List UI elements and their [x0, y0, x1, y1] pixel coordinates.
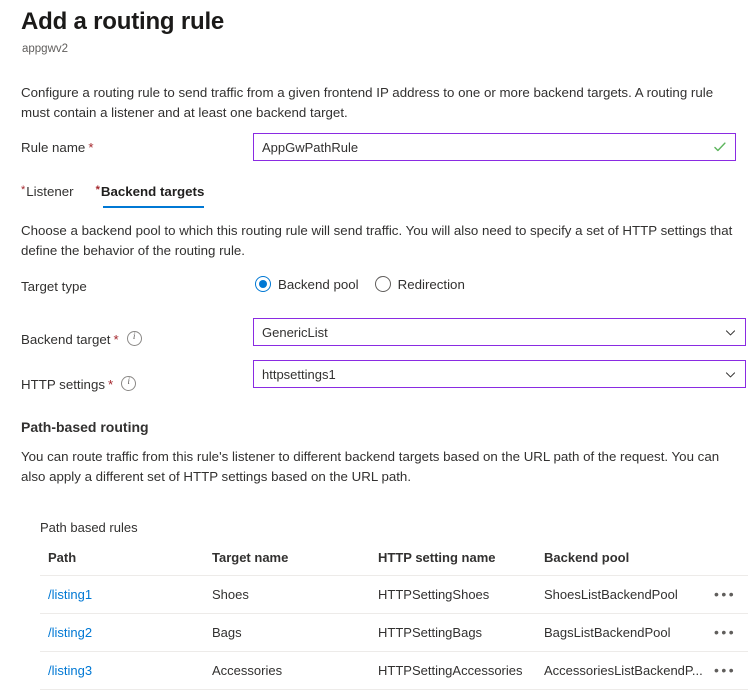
http-settings-value: httpsettings1: [262, 366, 336, 382]
rule-name-required-marker: *: [88, 140, 94, 155]
rule-name-input[interactable]: AppGwPathRule: [253, 133, 736, 161]
column-header-path: Path: [40, 550, 212, 576]
column-header-target-name: Target name: [212, 550, 378, 576]
table-row[interactable]: /listing2 Bags HTTPSettingBags BagsListB…: [40, 613, 748, 652]
path-link[interactable]: /listing2: [48, 625, 93, 640]
intro-description: Configure a routing rule to send traffic…: [21, 85, 714, 120]
row-context-menu-icon[interactable]: •••: [714, 624, 737, 640]
http-settings-required-marker: *: [108, 377, 114, 392]
column-header-actions: [704, 550, 748, 576]
check-icon: [714, 142, 726, 152]
cell-path: /listing2: [40, 613, 212, 652]
row-context-menu-icon[interactable]: •••: [714, 586, 737, 602]
cell-actions: •••: [704, 575, 748, 614]
http-settings-label: HTTP settings*: [21, 375, 137, 392]
backend-target-label: Backend target*: [21, 330, 142, 347]
tab-listener-label: Listener: [26, 184, 74, 199]
tab-listener[interactable]: *Listener: [21, 184, 74, 208]
cell-backend-pool: ShoesListBackendPool: [544, 575, 704, 614]
cell-actions: •••: [704, 613, 748, 652]
cell-target-name: Shoes: [212, 575, 378, 614]
page-title: Add a routing rule: [21, 8, 225, 35]
radio-backend-pool-label: Backend pool: [278, 276, 359, 292]
info-icon[interactable]: [126, 330, 142, 346]
chevron-down-icon: [725, 371, 736, 377]
table-row[interactable]: /listing1 Shoes HTTPSettingShoes ShoesLi…: [40, 575, 748, 614]
page-subtitle: appgwv2: [22, 43, 69, 55]
cell-target-name: Accessories: [212, 651, 378, 690]
column-header-backend-pool: Backend pool: [544, 550, 704, 576]
backend-section-description: Choose a backend pool to which this rout…: [21, 223, 733, 258]
chevron-down-icon: [725, 329, 736, 335]
rule-name-label-text: Rule name: [21, 140, 86, 155]
path-link[interactable]: /listing1: [48, 587, 93, 602]
cell-path: /listing1: [40, 575, 212, 614]
cell-backend-pool: AccessoriesListBackendP...: [544, 651, 704, 690]
path-based-rules-table: Path Target name HTTP setting name Backe…: [40, 550, 748, 690]
cell-http-setting-name: HTTPSettingShoes: [378, 575, 544, 614]
tab-backend-targets[interactable]: *Backend targets: [96, 184, 205, 208]
cell-path: /listing3: [40, 651, 212, 690]
radio-backend-pool[interactable]: Backend pool: [255, 276, 359, 292]
path-based-routing-heading: Path-based routing: [21, 419, 149, 435]
rule-name-value: AppGwPathRule: [262, 139, 359, 155]
path-based-rules-section: Path based rules Path Target name HTTP s…: [40, 520, 748, 690]
cell-target-name: Bags: [212, 613, 378, 652]
rule-name-label: Rule name*: [21, 140, 94, 155]
tab-backend-targets-required-marker: *: [95, 184, 100, 196]
cell-http-setting-name: HTTPSettingBags: [378, 613, 544, 652]
column-header-http-setting-name: HTTP setting name: [378, 550, 544, 576]
tab-backend-targets-label: Backend targets: [100, 184, 205, 199]
tab-listener-required-marker: *: [21, 184, 26, 196]
radio-redirection[interactable]: Redirection: [374, 276, 465, 292]
path-based-routing-description: You can route traffic from this rule's l…: [21, 449, 720, 484]
table-row[interactable]: /listing3 Accessories HTTPSettingAccesso…: [40, 651, 748, 690]
backend-target-label-text: Backend target: [21, 332, 111, 347]
radio-backend-pool-mark: [255, 276, 271, 292]
http-settings-dropdown[interactable]: httpsettings1: [253, 360, 746, 388]
target-type-label: Target type: [21, 279, 87, 294]
radio-redirection-label: Redirection: [397, 276, 465, 292]
cell-http-setting-name: HTTPSettingAccessories: [378, 651, 544, 690]
target-type-radio-group: Backend pool Redirection: [255, 276, 481, 292]
path-link[interactable]: /listing3: [48, 663, 93, 678]
info-icon[interactable]: [121, 375, 137, 391]
radio-redirection-mark: [374, 276, 391, 292]
http-settings-label-text: HTTP settings: [21, 377, 105, 392]
tab-active-underline: [102, 205, 205, 208]
cell-actions: •••: [704, 651, 748, 690]
path-based-rules-caption: Path based rules: [40, 520, 138, 535]
backend-target-required-marker: *: [113, 332, 119, 347]
backend-target-dropdown[interactable]: GenericList: [253, 318, 746, 346]
tab-list: *Listener *Backend targets: [21, 184, 226, 208]
cell-backend-pool: BagsListBackendPool: [544, 613, 704, 652]
backend-target-value: GenericList: [262, 324, 328, 340]
table-header-row: Path Target name HTTP setting name Backe…: [40, 550, 748, 576]
row-context-menu-icon[interactable]: •••: [714, 662, 737, 678]
